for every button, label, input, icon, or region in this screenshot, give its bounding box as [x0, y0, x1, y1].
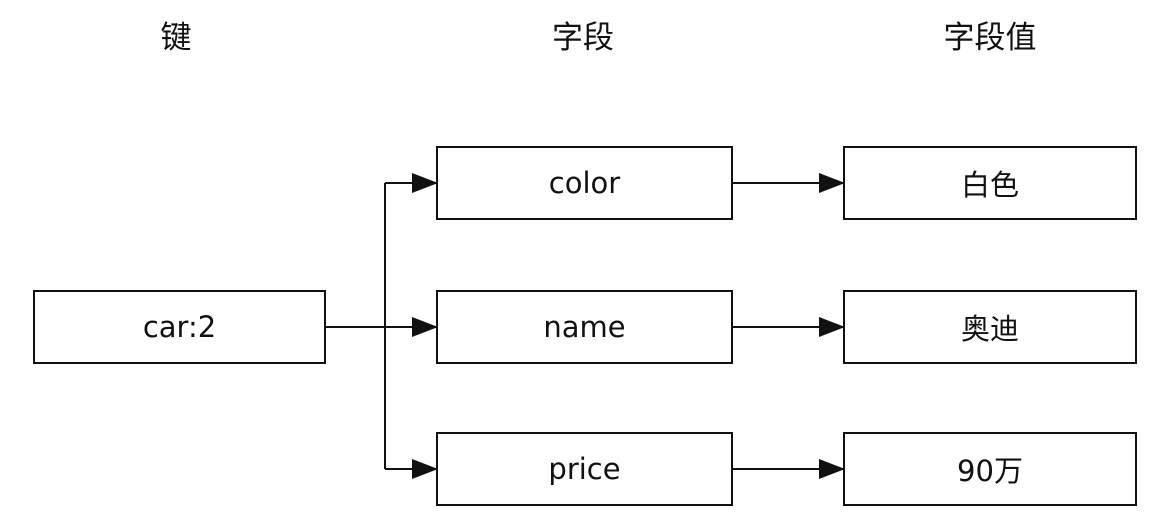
value-column-header: 字段值	[943, 20, 1037, 56]
key-column-header: 键	[160, 20, 192, 56]
field-box-price: price	[436, 432, 733, 506]
value-label: 奥迪	[960, 312, 1019, 346]
key-box-label: car:2	[142, 310, 217, 344]
field-label: color	[548, 166, 621, 200]
field-box-color: color	[436, 146, 733, 220]
value-label: 90万	[957, 454, 1023, 488]
value-label: 白色	[960, 168, 1019, 202]
field-label: name	[543, 310, 626, 344]
key-box: car:2	[33, 290, 326, 364]
value-box-name: 奥迪	[843, 290, 1137, 364]
field-box-name: name	[436, 290, 733, 364]
field-label: price	[548, 452, 621, 486]
value-box-price: 90万	[843, 432, 1137, 506]
value-box-color: 白色	[843, 146, 1137, 220]
field-column-header: 字段	[552, 20, 614, 56]
